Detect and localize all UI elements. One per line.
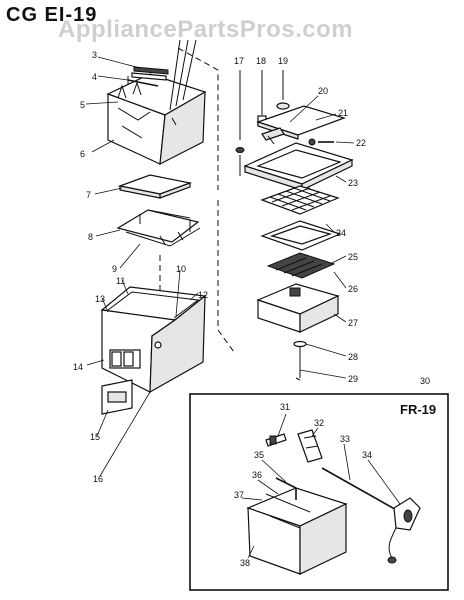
part-7-tray	[117, 174, 193, 199]
label-26: 26	[348, 284, 358, 294]
part-25-gasket	[260, 220, 342, 251]
label-16: 16	[93, 474, 103, 484]
label-29: 29	[348, 374, 358, 384]
label-21: 21	[338, 108, 348, 118]
label-6: 6	[80, 149, 85, 159]
leader-lines	[85, 56, 401, 559]
label-12: 12	[198, 290, 208, 300]
part-23-top-frame	[243, 142, 354, 191]
label-22: 22	[356, 138, 366, 148]
assembly-dashed-line	[177, 47, 235, 353]
part-16-cabinet	[100, 286, 207, 394]
label-14: 14	[73, 362, 83, 372]
model-title: CG EI-19	[6, 4, 98, 26]
watermark: AppliancePartsPros.com	[58, 16, 354, 43]
label-15: 15	[90, 432, 100, 442]
label-7: 7	[86, 190, 91, 200]
part-17-screw	[235, 70, 245, 176]
label-8: 8	[88, 232, 93, 242]
label-3: 3	[92, 50, 97, 60]
label-19: 19	[278, 56, 288, 66]
part-34-thermostat	[387, 497, 421, 564]
label-36: 36	[252, 470, 262, 480]
part-28-washer	[293, 340, 307, 381]
wiring-bundle	[169, 39, 197, 126]
part-6-top-housing	[106, 73, 207, 166]
label-35: 35	[254, 450, 264, 460]
part-3-rail	[131, 66, 169, 81]
part-18-spacer	[257, 70, 267, 127]
part-27-bin	[256, 283, 340, 333]
part-labels: 3 4 5 6 7 8 9 10 11 12 13 14 15 16 17 18…	[73, 50, 430, 568]
label-38: 38	[240, 558, 250, 568]
part-22-clip	[308, 138, 334, 146]
label-24: 24	[336, 228, 346, 238]
part-32-bracket	[297, 429, 323, 463]
label-33: 33	[340, 434, 350, 444]
part-19-knob	[276, 70, 290, 110]
label-18: 18	[256, 56, 266, 66]
label-28: 28	[348, 352, 358, 362]
label-30: 30	[420, 376, 430, 386]
label-31: 31	[280, 402, 290, 412]
part-8-evaporator-plate	[116, 209, 201, 247]
label-20: 20	[318, 86, 328, 96]
label-10: 10	[176, 264, 186, 274]
part-26-ice-mold	[266, 252, 336, 279]
part-33-heating-rod	[321, 467, 401, 513]
label-4: 4	[92, 72, 97, 82]
label-5: 5	[80, 100, 85, 110]
inset-title: FR-19	[400, 402, 436, 417]
part-15-front-panel	[101, 379, 133, 415]
label-27: 27	[348, 318, 358, 328]
label-11: 11	[116, 276, 125, 286]
label-13: 13	[95, 294, 105, 304]
part-24-grille	[260, 185, 340, 215]
part-35-36-37-rods	[265, 477, 311, 529]
part-20-hinge	[261, 127, 285, 145]
label-34: 34	[362, 450, 372, 460]
label-32: 32	[314, 418, 324, 428]
label-9: 9	[112, 264, 117, 274]
label-17: 17	[234, 56, 244, 66]
label-37: 37	[234, 490, 244, 500]
label-25: 25	[348, 252, 358, 262]
label-23: 23	[348, 178, 358, 188]
